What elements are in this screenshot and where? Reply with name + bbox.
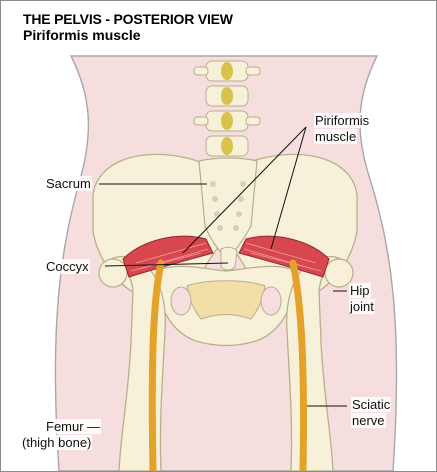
pubic-gap — [187, 281, 265, 319]
figure-subtitle: Piriformis muscle — [23, 27, 141, 44]
coccyx-bone — [221, 247, 237, 270]
label-femur-line1: Femur — — [45, 419, 101, 434]
figure-title: THE PELVIS - POSTERIOR VIEW — [23, 11, 233, 28]
obturator-left — [171, 287, 191, 315]
label-piriformis-line1: Piriformis — [314, 113, 370, 128]
label-hip-line1: Hip — [349, 283, 371, 298]
femur-head-left — [99, 259, 127, 287]
label-coccyx: Coccyx — [45, 259, 90, 274]
label-piriformis-line2: muscle — [314, 129, 357, 144]
label-sciatic-line1: Sciatic — [351, 397, 391, 412]
label-hip-line2: joint — [349, 299, 375, 314]
label-femur-line2: (thigh bone) — [21, 435, 92, 450]
obturator-right — [261, 287, 281, 315]
label-sacrum: Sacrum — [45, 176, 92, 191]
label-sciatic-line2: nerve — [351, 413, 386, 428]
